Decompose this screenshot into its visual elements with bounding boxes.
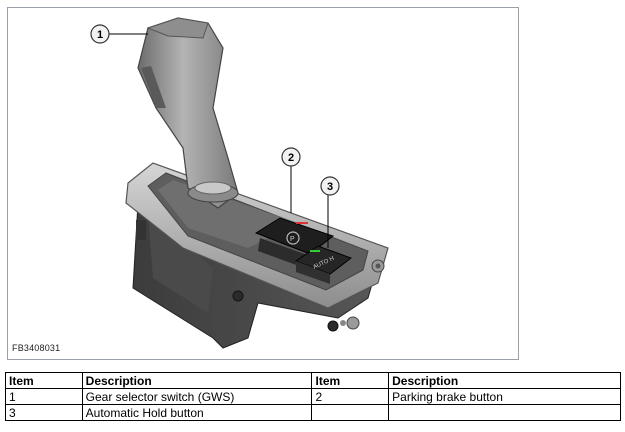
item-description: Gear selector switch (GWS) bbox=[81, 388, 313, 405]
legend-header-row: Item Description Item Description bbox=[5, 372, 621, 389]
item-number: 1 bbox=[5, 388, 83, 405]
item-description bbox=[388, 404, 621, 421]
callout-1: 1 bbox=[90, 24, 110, 44]
header-description: Description bbox=[388, 372, 621, 389]
figure-code: FB3408031 bbox=[12, 343, 61, 353]
item-description: Automatic Hold button bbox=[81, 404, 313, 421]
svg-text:P: P bbox=[290, 236, 295, 243]
header-description: Description bbox=[81, 372, 313, 389]
auto-hold-button: AUTO H bbox=[294, 245, 353, 284]
table-row: 1 Gear selector switch (GWS) 2 Parking b… bbox=[5, 388, 621, 405]
callout-3: 3 bbox=[320, 176, 340, 196]
gear-selector-knob bbox=[137, 17, 239, 209]
legend-table: Item Description Item Description 1 Gear… bbox=[5, 372, 621, 421]
gear-selector-figure: P AUTO H 1 2 bbox=[7, 7, 519, 360]
svg-text:2: 2 bbox=[288, 152, 294, 164]
header-item: Item bbox=[311, 372, 390, 389]
svg-text:1: 1 bbox=[97, 29, 103, 41]
item-description: Parking brake button bbox=[388, 388, 621, 405]
gear-selector-illustration: P AUTO H 1 2 bbox=[90, 17, 389, 349]
callout-2: 2 bbox=[281, 147, 301, 167]
svg-text:3: 3 bbox=[327, 181, 333, 193]
table-row: 3 Automatic Hold button bbox=[5, 404, 621, 421]
item-number: 2 bbox=[311, 388, 390, 405]
item-number bbox=[311, 404, 390, 421]
item-number: 3 bbox=[5, 404, 83, 421]
header-item: Item bbox=[5, 372, 83, 389]
